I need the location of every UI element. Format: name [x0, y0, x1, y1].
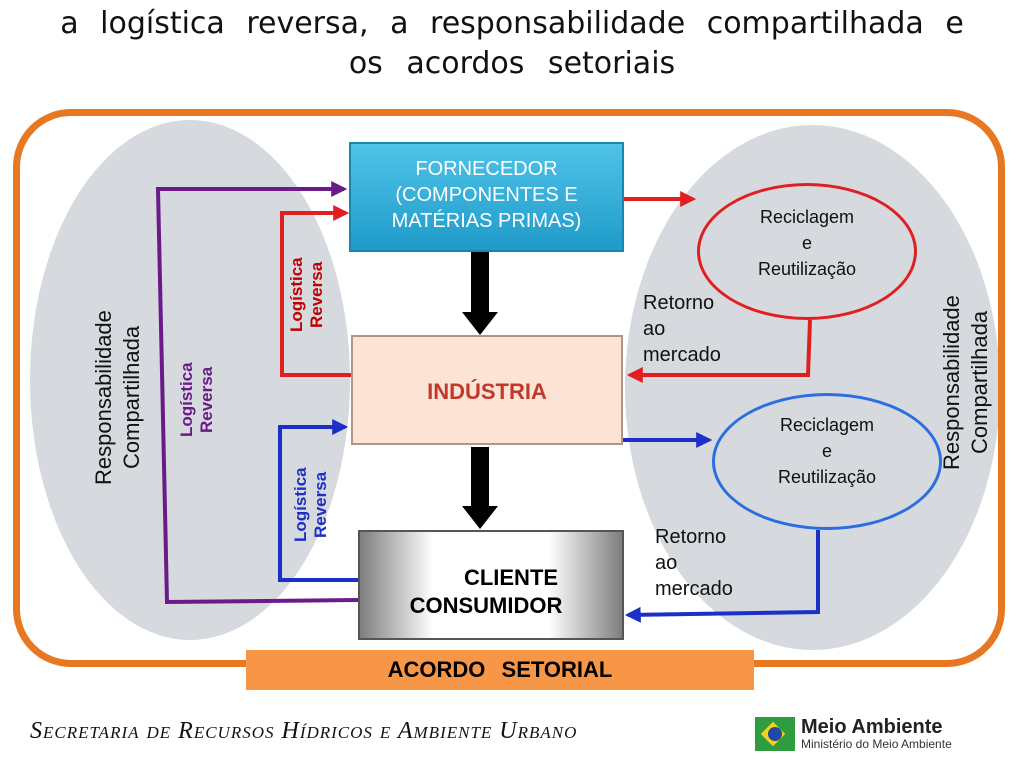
retorno-mercado-bottom: Retorno ao mercado	[655, 524, 733, 602]
retorno-top-line-3: mercado	[643, 344, 721, 366]
arrow-purple-logistica-reversa	[155, 181, 359, 605]
logo-subtitle: Ministério do Meio Ambiente	[801, 737, 952, 751]
resp-right-line-2: Compartilhada	[967, 310, 992, 455]
logistica-red-line-2: Reversa	[307, 261, 326, 329]
slide-title: a logística reversa, a responsabilidade …	[0, 4, 1024, 84]
arrow-reciclagem-retorno-cliente	[624, 530, 820, 623]
footer-secretaria: Secretaria de Recursos Hídricos e Ambien…	[30, 718, 578, 744]
responsabilidade-right-label: Responsabilidade Compartilhada	[938, 285, 1000, 480]
resp-right-line-1: Responsabilidade	[939, 295, 964, 470]
logistica-reversa-purple-label: Logística Reversa	[177, 355, 221, 445]
left-shared-responsibility-oval	[30, 120, 350, 640]
meio-ambiente-logo: Meio Ambiente Ministério do Meio Ambient…	[755, 714, 985, 754]
fornecedor-box: FORNECEDOR (COMPONENTES E MATÉRIAS PRIMA…	[349, 142, 624, 252]
logistica-purple-line-1: Logística	[177, 362, 196, 438]
retorno-bottom-line-1: Retorno	[655, 526, 727, 548]
industria-box: INDÚSTRIA	[351, 335, 623, 445]
logistica-blue-line-1: Logística	[291, 467, 310, 542]
logistica-reversa-red-label: Logística Reversa	[287, 250, 331, 340]
fornecedor-sub-1: (COMPONENTES E	[395, 184, 578, 206]
resp-left-line-2: Compartilhada	[119, 325, 144, 470]
arrow-reciclagem-retorno-industria	[626, 319, 812, 383]
arrow-industria-to-cliente	[462, 447, 498, 529]
fornecedor-label: FORNECEDOR	[415, 158, 558, 180]
reciclagem-top-line-3: Reutilização	[757, 259, 857, 279]
cliente-consumidor-box: CLIENTE CONSUMIDOR	[358, 530, 624, 640]
arrow-blue-logistica-reversa	[278, 419, 358, 582]
logistica-red-line-1: Logística	[287, 257, 306, 333]
arrow-red-logistica-reversa	[280, 205, 351, 377]
reciclagem-bottom-line-3: Reutilização	[777, 467, 877, 487]
reciclagem-ellipse-top: Reciclagem e Reutilização	[697, 183, 917, 320]
logo-name: Meio Ambiente	[801, 716, 943, 738]
resp-left-line-1: Responsabilidade	[91, 310, 116, 485]
retorno-top-line-2: ao	[643, 318, 666, 340]
reciclagem-bottom-line-1: Reciclagem	[779, 415, 875, 435]
retorno-top-line-1: Retorno	[643, 292, 715, 314]
retorno-bottom-line-3: mercado	[655, 578, 733, 600]
consumidor-label: CONSUMIDOR	[409, 593, 563, 618]
title-line-2: os acordos setoriais	[348, 46, 676, 81]
acordo-setorial-bar: ACORDO SETORIAL	[246, 650, 754, 690]
reciclagem-top-line-2: e	[801, 233, 812, 253]
responsabilidade-left-label: Responsabilidade Compartilhada	[90, 290, 152, 505]
reciclagem-top-line-1: Reciclagem	[759, 207, 855, 227]
logistica-purple-line-2: Reversa	[197, 366, 216, 434]
cliente-label: CLIENTE	[463, 565, 559, 590]
retorno-mercado-top: Retorno ao mercado	[643, 290, 721, 368]
fornecedor-sub-2: MATÉRIAS PRIMAS)	[391, 210, 582, 232]
logistica-blue-line-2: Reversa	[311, 471, 330, 538]
title-line-1: a logística reversa, a responsabilidade …	[60, 6, 964, 41]
retorno-bottom-line-2: ao	[655, 552, 678, 574]
brazil-flag-icon	[755, 717, 795, 751]
logistica-reversa-blue-label: Logística Reversa	[291, 462, 335, 547]
reciclagem-bottom-line-2: e	[821, 441, 832, 461]
arrow-fornecedor-to-industria	[462, 252, 498, 335]
reciclagem-ellipse-bottom: Reciclagem e Reutilização	[712, 393, 942, 530]
